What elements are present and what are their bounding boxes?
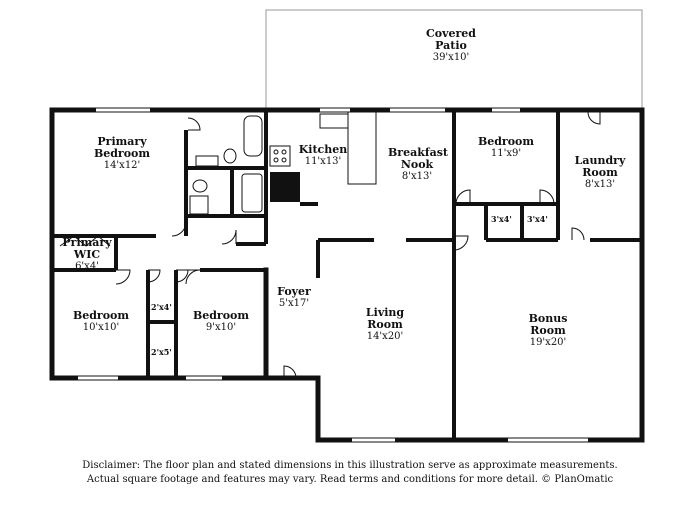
room-living: Living Room 14'x20' <box>358 307 412 343</box>
interior-walls <box>52 110 642 440</box>
room-laundry: Laundry Room 8'x13' <box>570 155 630 191</box>
room-name: Bedroom <box>477 135 535 148</box>
room-breakfast-nook: Breakfast Nook 8'x13' <box>388 146 448 183</box>
room-dims: 11'x9' <box>490 148 522 159</box>
closet-d-dims: 2'x5' <box>151 347 172 357</box>
room-dims: 5'x17' <box>278 298 310 309</box>
room-dims: 14'x12' <box>103 160 141 171</box>
patio-dims: 39'x10' <box>432 52 470 63</box>
room-dims: 9'x10' <box>205 322 237 333</box>
room-name: Bedroom <box>72 309 130 322</box>
room-name: Laundry Room <box>574 154 626 179</box>
room-dims: 19'x20' <box>529 337 567 348</box>
door-swings <box>59 111 601 379</box>
room-bedroom-s: Bedroom 9'x10' <box>186 310 256 334</box>
room-bedroom-ne: Bedroom 11'x9' <box>474 136 538 160</box>
room-dims: 8'x13' <box>401 171 433 182</box>
disclaimer-line-2: Actual square footage and features may v… <box>86 474 614 485</box>
room-name: Breakfast Nook <box>388 146 448 171</box>
windows <box>78 108 588 442</box>
room-name: Living Room <box>365 306 405 331</box>
room-name: Primary WIC <box>62 236 112 261</box>
room-primary-wic: Primary WIC 6'x4' <box>58 237 116 273</box>
room-bonus: Bonus Room 19'x20' <box>518 313 578 349</box>
patio-label: Covered Patio 39'x10' <box>406 28 496 64</box>
patio-name: Covered Patio <box>426 27 476 52</box>
room-name: Bonus Room <box>528 312 568 337</box>
room-dims: 10'x10' <box>82 322 120 333</box>
room-primary-bedroom: Primary Bedroom 14'x12' <box>90 136 154 172</box>
room-dims: 14'x20' <box>366 331 404 342</box>
closet-b-dims: 3'x4' <box>527 214 548 224</box>
room-name: Primary Bedroom <box>93 135 151 160</box>
closet-c-dims: 2'x4' <box>151 302 172 312</box>
disclaimer-line-1: Disclaimer: The floor plan and stated di… <box>82 460 618 471</box>
room-dims: 8'x13' <box>584 179 616 190</box>
room-kitchen: Kitchen 11'x13' <box>296 144 350 168</box>
fixtures <box>189 113 349 215</box>
room-name: Kitchen <box>298 143 348 156</box>
room-foyer: Foyer 5'x17' <box>272 286 316 310</box>
room-bedroom-sw: Bedroom 10'x10' <box>68 310 134 334</box>
closet-a-dims: 3'x4' <box>491 214 512 224</box>
room-dims: 11'x13' <box>304 156 342 167</box>
room-name: Bedroom <box>192 309 250 322</box>
room-dims: 6'x4' <box>75 261 99 272</box>
room-name: Foyer <box>277 285 311 298</box>
